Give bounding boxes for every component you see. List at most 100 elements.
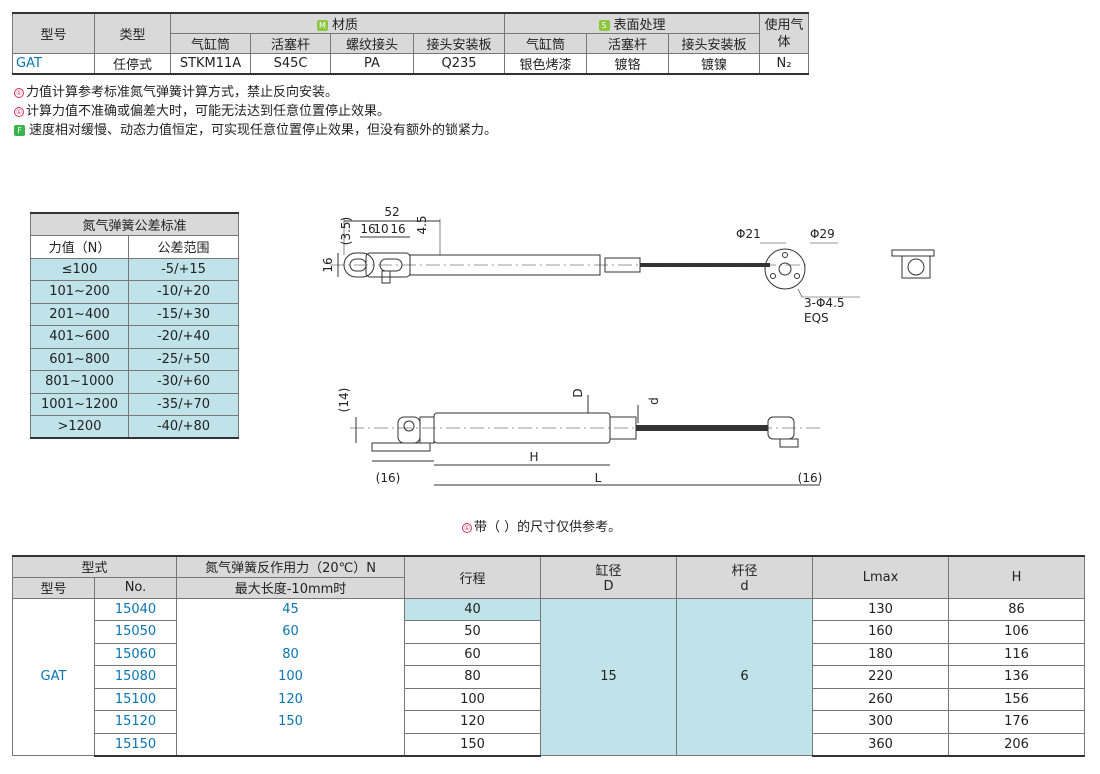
dim-H: H <box>529 450 538 464</box>
tol-force: 201~400 <box>30 302 129 326</box>
dim-16r: (16) <box>798 471 823 485</box>
spec-material: PA <box>330 53 414 75</box>
ball-left <box>403 420 415 432</box>
tol-range: -20/+40 <box>127 325 240 349</box>
tolerance-table: 氮气弹簧公差标准 力值（N） 公差范围 ≤100-5/+15 101~200-1… <box>29 212 240 439</box>
tolerance-title: 氮气弹簧公差标准 <box>29 212 240 236</box>
bore-cell: 15 <box>540 597 678 756</box>
header-stroke: 行程 <box>404 555 542 599</box>
spec-mat-col: 接头安装板 <box>412 33 506 54</box>
leader-holes <box>797 288 803 298</box>
dim-L: L <box>595 471 602 485</box>
h-cell: 106 <box>948 620 1086 644</box>
force-cell: 80 <box>176 643 406 666</box>
tol-force: >1200 <box>30 415 129 439</box>
stroke-cell: 100 <box>404 687 542 711</box>
tol-range: -35/+70 <box>127 392 240 416</box>
spec-material: S45C <box>250 53 331 75</box>
h-cell: 86 <box>948 597 1086 621</box>
header-force: 氮气弹簧反作用力（20℃）N <box>176 555 406 578</box>
h-cell: 176 <box>948 710 1086 734</box>
spec-mat-col: 活塞杆 <box>250 33 331 54</box>
side-ball <box>907 258 925 276</box>
tol-range: -5/+15 <box>127 257 240 281</box>
dim-4-5: 4.5 <box>415 215 429 234</box>
spec-mat-col: 气缸筒 <box>170 33 251 54</box>
dim-eqs: EQS <box>804 311 829 325</box>
force-cell: 100 <box>176 665 406 688</box>
tol-range: -25/+50 <box>127 347 240 371</box>
dim-phi29: Φ29 <box>810 227 835 241</box>
spec-header-type: 类型 <box>94 12 171 54</box>
dim-16b: 16 <box>390 222 405 236</box>
tol-force: 1001~1200 <box>30 392 129 416</box>
tol-force: 601~800 <box>30 347 129 371</box>
force-cell: 60 <box>176 620 406 643</box>
note-circle-icon: ① <box>14 88 24 98</box>
lmax-cell: 260 <box>812 687 950 711</box>
side-body <box>901 255 931 279</box>
dim-d: d <box>647 397 661 405</box>
tol-force: ≤100 <box>30 257 129 281</box>
dim-52: 52 <box>384 205 399 219</box>
spec-header-model: 型号 <box>12 12 95 54</box>
h-cell: 136 <box>948 665 1086 689</box>
bracket-left <box>371 442 431 452</box>
force-cell: 120 <box>176 688 406 711</box>
stroke-cell: 120 <box>404 710 542 734</box>
feature-mark-icon: F <box>14 125 25 136</box>
spec-header-gas: 使用气体 <box>759 12 810 54</box>
tolerance-col-force: 力值（N） <box>30 235 129 259</box>
rod-cell: 6 <box>676 597 814 756</box>
note-circle-icon: ① <box>462 523 472 533</box>
side-view <box>891 249 935 279</box>
dim-16h: 16 <box>321 257 335 272</box>
force-cell: 45 <box>176 598 406 621</box>
force-cell-empty <box>176 733 406 757</box>
header-no: No. <box>93 576 178 599</box>
dim-16a: 16 <box>360 222 375 236</box>
bracket-right <box>779 438 799 448</box>
spec-surf-col: 活塞杆 <box>586 33 670 54</box>
flange-hole <box>794 273 800 279</box>
spec-surface: 镀铬 <box>586 53 670 75</box>
note-circle-icon: ① <box>14 107 24 117</box>
h-cell: 116 <box>948 642 1086 666</box>
no-cell: 15150 <box>93 732 178 757</box>
h-cell: 206 <box>948 732 1086 757</box>
front-view <box>350 395 820 486</box>
spec-gas: N₂ <box>759 53 810 75</box>
surface-mark-icon: S <box>598 20 610 31</box>
top-view <box>330 219 860 298</box>
lmax-cell: 220 <box>812 665 950 689</box>
lmax-cell: 160 <box>812 620 950 644</box>
stroke-cell: 50 <box>404 620 542 644</box>
header-model: 型号 <box>12 576 95 599</box>
spec-type: 任停式 <box>94 53 171 75</box>
dim-10: 10 <box>373 222 388 236</box>
dim-3-5: (3.5) <box>339 217 353 245</box>
stroke-cell: 60 <box>404 642 542 666</box>
no-cell: 15120 <box>93 710 178 734</box>
flange-center-hole <box>778 262 792 276</box>
force-cell: 150 <box>176 710 406 733</box>
h-cell: 156 <box>948 687 1086 711</box>
model-cell: GAT <box>12 597 95 756</box>
spec-material: STKM11A <box>170 53 251 75</box>
no-cell: 15080 <box>93 665 178 689</box>
lmax-cell: 360 <box>812 732 950 757</box>
spec-surface: 银色烤漆 <box>504 53 588 75</box>
tolerance-col-range: 公差范围 <box>127 235 240 259</box>
flange-hole <box>770 273 776 279</box>
dim-14: (14) <box>337 388 351 413</box>
no-cell: 15040 <box>93 597 178 621</box>
